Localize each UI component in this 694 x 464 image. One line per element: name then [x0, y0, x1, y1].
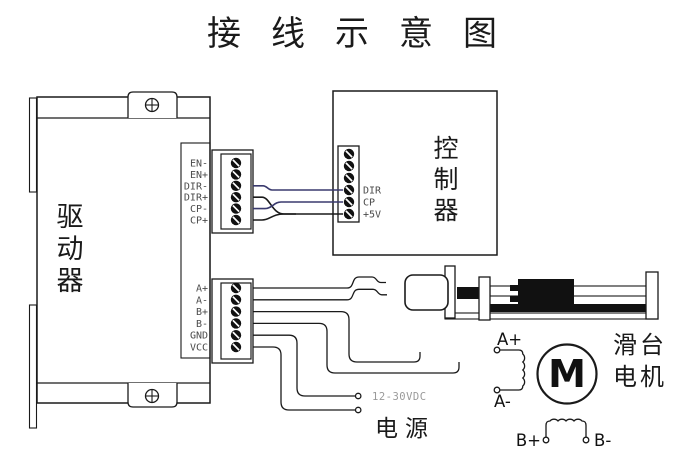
- motor-m-label: M: [548, 352, 586, 396]
- wire-cp-plus-to-5v: [253, 213, 296, 221]
- terminal-label-a-minus: A-: [196, 295, 208, 306]
- slide-base: [444, 312, 659, 320]
- phase-b-coil: B+ B-: [516, 418, 611, 450]
- terminal-label-cp-plus: CP+: [190, 216, 208, 227]
- power-voltage-label: 12-30VDC: [372, 391, 427, 403]
- wire-dir-minus-to-dir: [253, 185, 343, 191]
- diagram-title: 接线示意图: [207, 14, 527, 54]
- carriage-tab: [510, 285, 520, 291]
- phase-a-coil: A+ A-: [493, 330, 526, 411]
- terminal-dot-b-plus: [542, 436, 550, 444]
- phase-label-a-plus: A+: [497, 330, 522, 349]
- phase-label-b-plus: B+: [516, 431, 541, 450]
- slide-motor-label-line1: 滑台: [613, 331, 667, 359]
- terminal-label-dir-minus: DIR-: [184, 181, 208, 192]
- slide-motor-label-line2: 电机: [613, 363, 667, 391]
- slide-front-plate: [478, 276, 491, 321]
- terminal-label-en-plus: EN+: [190, 170, 208, 181]
- wire-a-plus: [253, 276, 386, 289]
- terminal-label-en-minus: EN-: [190, 159, 208, 170]
- terminal-label-vcc: VCC: [190, 343, 208, 354]
- mounting-screw-icon: [144, 97, 160, 113]
- terminal-dot-a-minus: [493, 386, 501, 394]
- wire-b-minus: [253, 322, 460, 374]
- screw-terminal-icon: [229, 179, 243, 192]
- screw-terminal-icon: [229, 281, 243, 295]
- terminal-label-cp-minus: CP-: [190, 204, 208, 215]
- controller-label-char2: 制: [433, 165, 458, 194]
- power-terminal-dot: [354, 406, 362, 414]
- driver-label-char3: 器: [57, 266, 84, 297]
- coil-a: [499, 349, 526, 391]
- stepper-motor-body: [404, 274, 449, 311]
- wire-dir-plus-to-5v: [253, 196, 343, 215]
- driver-left-ear-bottom: [28, 304, 38, 429]
- terminal-label-gnd: GND: [190, 331, 208, 342]
- driver-signal-terminal-labels: EN- EN+ DIR- DIR+ CP- CP+: [184, 159, 208, 227]
- wire-b-plus: [253, 310, 421, 363]
- wire-cp-minus-to-cp: [253, 201, 343, 210]
- screw-terminal-icon: [229, 156, 243, 170]
- controller-terminal-5v: +5V: [363, 210, 381, 221]
- screw-terminal-icon: [229, 340, 243, 354]
- driver-label-char2: 动: [57, 234, 84, 265]
- wire-a-minus: [253, 288, 387, 301]
- driver-power-terminal-labels: A+ A- B+ B- GND VCC: [190, 284, 208, 354]
- controller-terminal-dir: DIR: [363, 186, 382, 197]
- carriage-tab: [510, 296, 520, 302]
- screw-terminal-icon: [229, 293, 243, 306]
- screw-terminal-icon: [342, 183, 356, 197]
- screw-terminal-icon: [229, 305, 243, 318]
- mounting-screw-icon: [144, 388, 160, 404]
- screw-terminal-icon: [229, 168, 243, 181]
- screw-terminal-icon: [342, 207, 356, 221]
- controller-terminal-cp: CP: [363, 198, 375, 209]
- driver-signal-terminal-block: [211, 149, 254, 234]
- wire-vcc: [253, 346, 356, 411]
- screw-terminal-icon: [342, 159, 356, 173]
- terminal-label-dir-plus: DIR+: [184, 193, 208, 204]
- driver-power-terminal-block: [211, 278, 254, 364]
- screw-terminal-icon: [229, 329, 243, 342]
- power-supply-label: 电源: [375, 416, 435, 442]
- terminal-label-b-plus: B+: [196, 307, 208, 318]
- slide-end-plate: [645, 271, 659, 320]
- wire-gnd: [253, 334, 356, 397]
- screw-terminal-icon: [229, 191, 243, 204]
- driver-terminal-panel: [180, 142, 211, 359]
- driver-label-char1: 驱: [57, 202, 84, 233]
- screw-terminal-icon: [342, 195, 356, 209]
- driver-box: 驱 动 器: [28, 91, 211, 429]
- motor-circle: [536, 343, 598, 405]
- terminal-label-a-plus: A+: [196, 284, 208, 295]
- terminal-label-b-minus: B-: [196, 319, 208, 330]
- screw-terminal-icon: [342, 171, 356, 185]
- screw-terminal-icon: [229, 317, 243, 330]
- power-terminal-dot: [354, 392, 362, 400]
- slide-table-graphic: [404, 265, 659, 321]
- screw-terminal-icon: [342, 147, 356, 161]
- screw-terminal-icon: [229, 202, 243, 215]
- controller-label-char1: 控: [433, 134, 458, 163]
- controller-box: 控 制 器 DIR CP +5V: [332, 90, 498, 256]
- motor-coupling: [457, 287, 479, 299]
- terminal-dot-a-plus: [493, 346, 501, 354]
- screw-terminal-icon: [229, 213, 243, 227]
- motor-power-wires: [253, 276, 460, 414]
- coil-b: [545, 418, 587, 438]
- controller-body: [332, 90, 498, 256]
- signal-wires: [253, 185, 343, 221]
- slide-carriage: [518, 279, 574, 308]
- controller-label-char3: 器: [433, 196, 458, 225]
- motor-symbol: M: [536, 343, 598, 405]
- driver-left-ear-top: [28, 97, 38, 193]
- terminal-dot-b-minus: [582, 436, 590, 444]
- phase-label-a-minus: A-: [494, 392, 511, 411]
- phase-label-b-minus: B-: [594, 431, 611, 450]
